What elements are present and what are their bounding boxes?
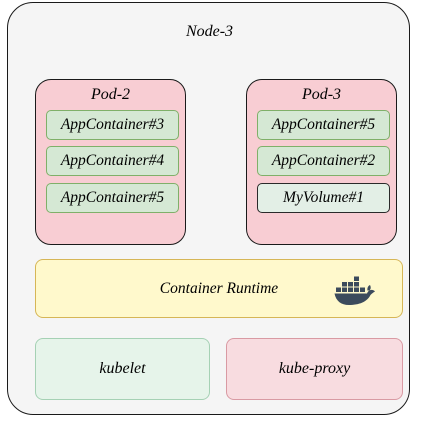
pod-box: Pod-2 AppContainer#3 AppContainer#4 AppC… xyxy=(35,79,186,245)
kubelet-box: kubelet xyxy=(35,338,210,400)
container-box: AppContainer#5 xyxy=(257,110,390,140)
pod-title: Pod-2 xyxy=(90,86,131,103)
container-box: AppContainer#5 xyxy=(46,183,179,213)
container-box: AppContainer#3 xyxy=(46,110,179,140)
pod-box: Pod-3 AppContainer#5 AppContainer#2 MyVo… xyxy=(246,79,397,245)
container-runtime-label: Container Runtime xyxy=(159,279,279,297)
volume-box: MyVolume#1 xyxy=(257,183,390,213)
container-runtime-box: Container Runtime xyxy=(35,259,403,318)
node-box: Node-3 Pod-2 AppContainer#3 AppContainer… xyxy=(7,2,410,415)
docker-whale-icon xyxy=(334,276,375,305)
container-box: AppContainer#4 xyxy=(46,146,179,176)
node-title: Node-3 xyxy=(185,23,234,40)
container-box: AppContainer#2 xyxy=(257,146,390,176)
kube-proxy-box: kube-proxy xyxy=(226,338,403,400)
pod-title: Pod-3 xyxy=(301,86,342,103)
